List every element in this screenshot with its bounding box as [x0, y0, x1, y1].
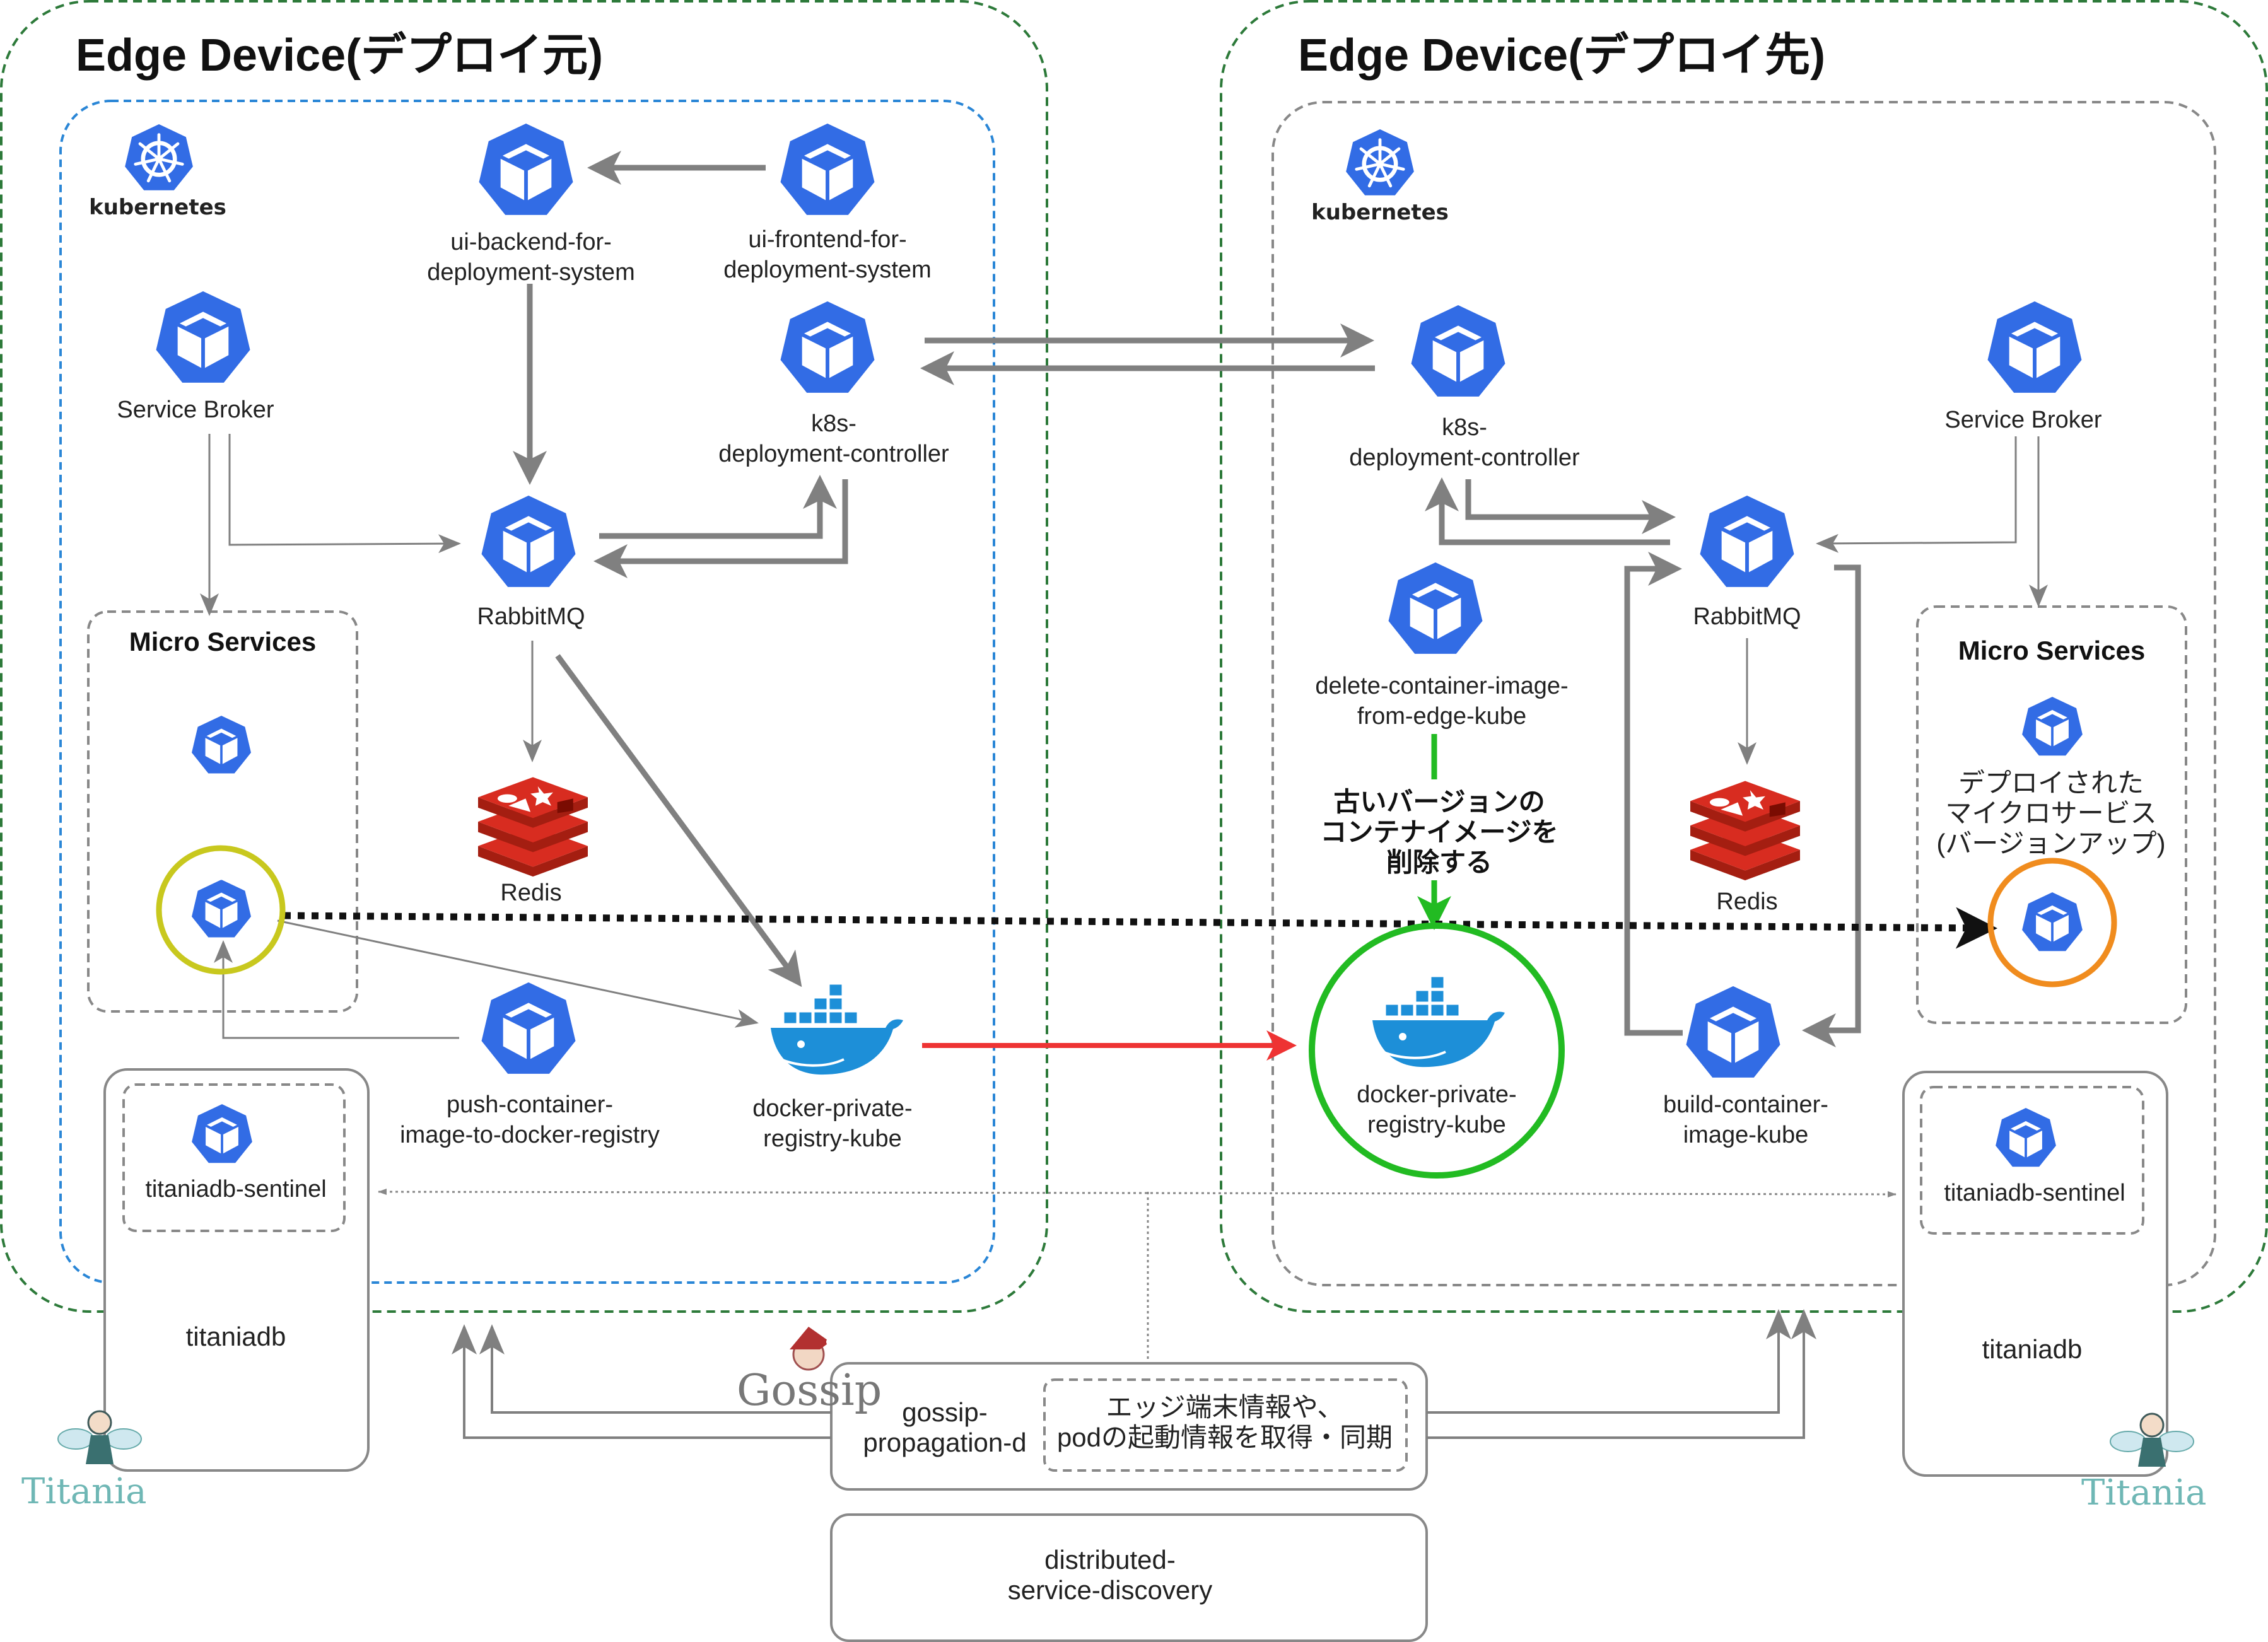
source-service-highlight [156, 845, 286, 975]
left-docker-registry-label: docker-private-registry-kube [752, 1095, 912, 1152]
gossip-note-label: エッジ端末情報や、podの起動情報を取得・同期 [1057, 1392, 1393, 1452]
right-micro-service-cube-icon [2021, 696, 2084, 757]
left-k8s-controller-cube-icon [778, 299, 877, 395]
right-sentinel-cube-icon [1994, 1107, 2057, 1168]
ui-backend-label: ui-backend-for-deployment-system [427, 229, 634, 286]
right-redis-label: Redis [1716, 888, 1777, 915]
ui-frontend-label: ui-frontend-for-deployment-system [723, 226, 931, 283]
left-k8s-cluster-frame [59, 100, 995, 1284]
left-micro-services-label: Micro Services [129, 627, 317, 656]
right-kubernetes-label: kubernetes [1311, 200, 1449, 225]
right-kubernetes-icon [1345, 128, 1415, 197]
gossip-links [452, 1309, 1816, 1439]
delete-note-label: 古いバージョンのコンテナイメージを削除する [1320, 787, 1558, 877]
deployed-service-cube-icon [2021, 891, 2084, 953]
right-flow-arrows [1425, 477, 1861, 1047]
service-discovery-label: distributed-service-discovery [1008, 1545, 1212, 1605]
left-flow-arrows [513, 151, 1375, 987]
gossip-note-frame [1043, 1378, 1408, 1472]
left-titaniadb-label: titaniadb [186, 1322, 286, 1351]
left-rabbitmq-label: RabbitMQ [477, 603, 585, 630]
build-container-cube-icon [1684, 984, 1782, 1080]
left-titania-logo: Titania [21, 1410, 147, 1512]
right-rabbitmq-label: RabbitMQ [1693, 603, 1801, 630]
left-k8s-controller-label: k8s-deployment-controller [718, 410, 949, 467]
sentinel-sync-link [378, 1189, 1897, 1363]
delete-container-label: delete-container-image-from-edge-kube [1315, 673, 1568, 730]
right-k8s-cluster-frame [1271, 101, 2216, 1286]
left-sentinel-cube-icon [190, 1103, 254, 1165]
left-sentinel-label: titaniadb-sentinel [145, 1176, 326, 1202]
left-kubernetes-icon [124, 123, 194, 192]
right-service-broker-cube-icon [1985, 299, 2084, 395]
right-k8s-controller-cube-icon [1409, 303, 1507, 399]
push-container-label: push-container-image-to-docker-registry [400, 1092, 660, 1148]
left-kubernetes-label: kubernetes [89, 195, 226, 220]
node-labels: ui-backend-for-deployment-system ui-front… [117, 226, 2165, 1206]
left-redis-label: Redis [500, 880, 561, 906]
delete-container-cube-icon [1386, 560, 1485, 656]
right-micro-services-label: Micro Services [1958, 636, 2146, 665]
right-k8s-controller-label: k8s-deployment-controller [1349, 414, 1580, 471]
right-device-title: Edge Device(デプロイ先) [1298, 30, 1825, 81]
dest-registry-highlight [1309, 923, 1565, 1179]
right-thin-arrows [1738, 436, 2048, 765]
right-redis-icon [1690, 781, 1800, 881]
deployed-service-highlight [1987, 858, 2117, 987]
build-container-label: build-container-image-kube [1663, 1092, 1828, 1148]
gossip-logo: Gossip [737, 1327, 882, 1416]
source-service-cube-icon [190, 878, 253, 939]
right-docker-registry-label: docker-private-registry-kube [1357, 1081, 1516, 1138]
deployment-dotted-arrow [283, 907, 1997, 949]
left-device-frame [0, 0, 1048, 1313]
left-micro-services-frame [87, 610, 358, 1013]
svg-text:Gossip: Gossip [737, 1366, 882, 1416]
svg-text:Titania: Titania [2081, 1472, 2207, 1513]
ui-frontend-cube-icon [778, 121, 877, 217]
left-rabbitmq-cube-icon [479, 493, 578, 589]
left-fairy-icon [57, 1410, 142, 1464]
left-redis-icon [478, 777, 588, 877]
right-titania-logo: Titania [2081, 1412, 2207, 1513]
gossip-mascot-icon [790, 1327, 834, 1371]
svg-text:Titania: Titania [21, 1471, 147, 1512]
right-rabbitmq-cube-icon [1698, 493, 1796, 589]
right-device-frame [1220, 0, 2268, 1313]
left-service-broker-cube-icon [154, 289, 252, 385]
right-service-broker-label: Service Broker [1944, 407, 2102, 433]
service-discovery-box [830, 1513, 1428, 1642]
left-docker-icon [769, 982, 904, 1076]
right-titaniadb-label: titaniadb [1982, 1334, 2083, 1364]
push-container-cube-icon [479, 980, 578, 1076]
deployed-service-label: デプロイされたマイクロサービス(バージョンアップ) [1936, 768, 2165, 858]
right-sentinel-label: titaniadb-sentinel [1944, 1180, 2125, 1206]
left-service-broker-label: Service Broker [117, 397, 274, 423]
right-docker-icon [1371, 975, 1506, 1069]
right-fairy-icon [2110, 1412, 2194, 1467]
left-micro-service-cube-icon [190, 714, 253, 775]
ui-backend-cube-icon [477, 121, 575, 217]
left-device-title: Edge Device(デプロイ元) [76, 30, 603, 81]
gossip-propagation-label: gossip-propagation-d [863, 1397, 1026, 1457]
